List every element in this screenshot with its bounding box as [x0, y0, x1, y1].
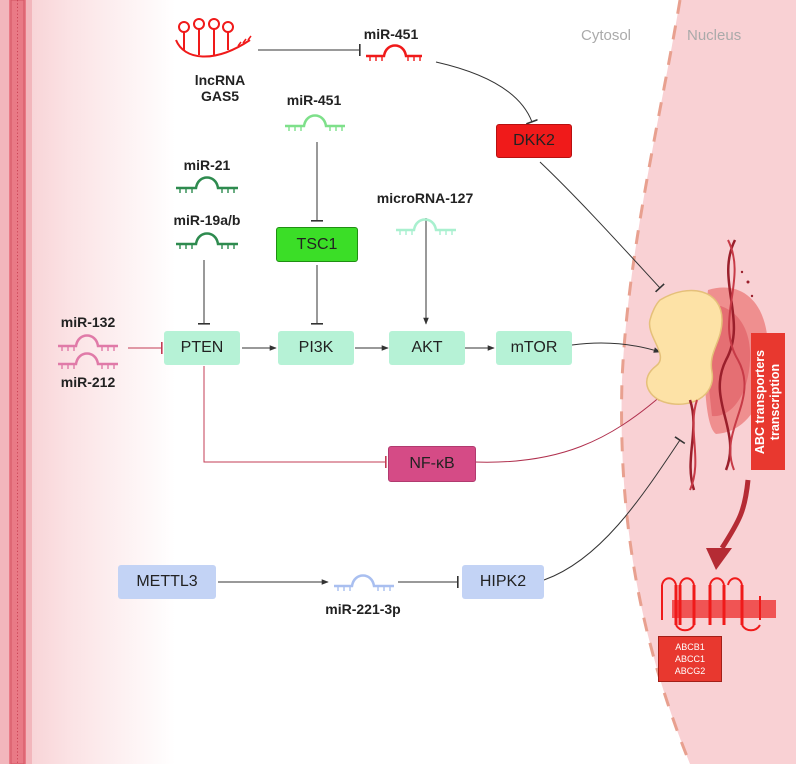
abc-tag-text: ABC transporters transcription	[753, 349, 783, 453]
edge-hipk2-inhibits-nucleus	[543, 436, 686, 581]
mir221-label: miR-221-3p	[325, 601, 401, 617]
mir451-mid-icon	[285, 114, 345, 131]
pathway-edges	[128, 44, 751, 588]
lncrna-gas5-label-line2: GAS5	[200, 88, 240, 104]
abc-gene-abcb1: ABCB1	[675, 642, 705, 652]
mir19-icon	[176, 232, 238, 249]
abc-tag-line1: ABC transporters	[753, 349, 767, 454]
abc-gene-abcc1: ABCC1	[674, 654, 705, 664]
akt-node[interactable]: AKT	[389, 331, 465, 365]
mir132-label: miR-132	[60, 314, 116, 330]
edge-mir451-inhibits-dkk2	[435, 61, 538, 125]
pi3k-node[interactable]: PI3K	[278, 331, 354, 365]
mir451-top-label: miR-451	[363, 26, 419, 42]
mir19-label: miR-19a/b	[173, 212, 241, 228]
dkk2-node[interactable]: DKK2	[496, 124, 572, 158]
abc-transporter-protein-icon	[661, 577, 776, 632]
mir212-icon	[58, 352, 118, 369]
mir451-mid-label: miR-451	[286, 92, 342, 108]
edge-pten-inhibits-nfkb	[203, 366, 387, 468]
edge-dkk2-inhibits-nucleus	[539, 161, 665, 293]
abc-gene-list: ABCB1 ABCC1 ABCG2	[658, 636, 722, 682]
mir451-top-icon	[366, 44, 422, 61]
mettl3-node[interactable]: METTL3	[118, 565, 216, 599]
mtor-node[interactable]: mTOR	[496, 331, 572, 365]
mir21-icon	[176, 176, 238, 193]
microrna127-icon	[396, 218, 456, 235]
lncrna-gas5-label-line1: lncRNA	[194, 72, 246, 88]
lncrna-gas5-icon	[175, 18, 252, 58]
mir221-icon	[334, 574, 394, 591]
cytosol-label: Cytosol	[581, 27, 632, 44]
edge-nfkb-nucleus	[473, 394, 663, 463]
microrna127-label: microRNA-127	[376, 190, 474, 206]
abc-gene-abcg2: ABCG2	[674, 666, 706, 676]
abc-tag-line2: transcription	[768, 363, 782, 440]
mir132-icon	[58, 334, 118, 351]
pten-node[interactable]: PTEN	[164, 331, 240, 365]
translation-arrow-head	[706, 548, 732, 570]
nfkb-node[interactable]: NF-κB	[388, 446, 476, 482]
hipk2-node[interactable]: HIPK2	[462, 565, 544, 599]
abc-transcription-tag: ABC transporters transcription	[751, 333, 785, 470]
translation-arrow-shaft	[719, 479, 751, 550]
plasma-membrane	[0, 0, 32, 764]
tsc1-node[interactable]: TSC1	[276, 227, 358, 262]
mir212-label: miR-212	[60, 374, 116, 390]
mir21-label: miR-21	[183, 157, 231, 173]
nucleus-label: Nucleus	[687, 27, 742, 44]
edge-mtor-nucleus	[571, 342, 661, 353]
